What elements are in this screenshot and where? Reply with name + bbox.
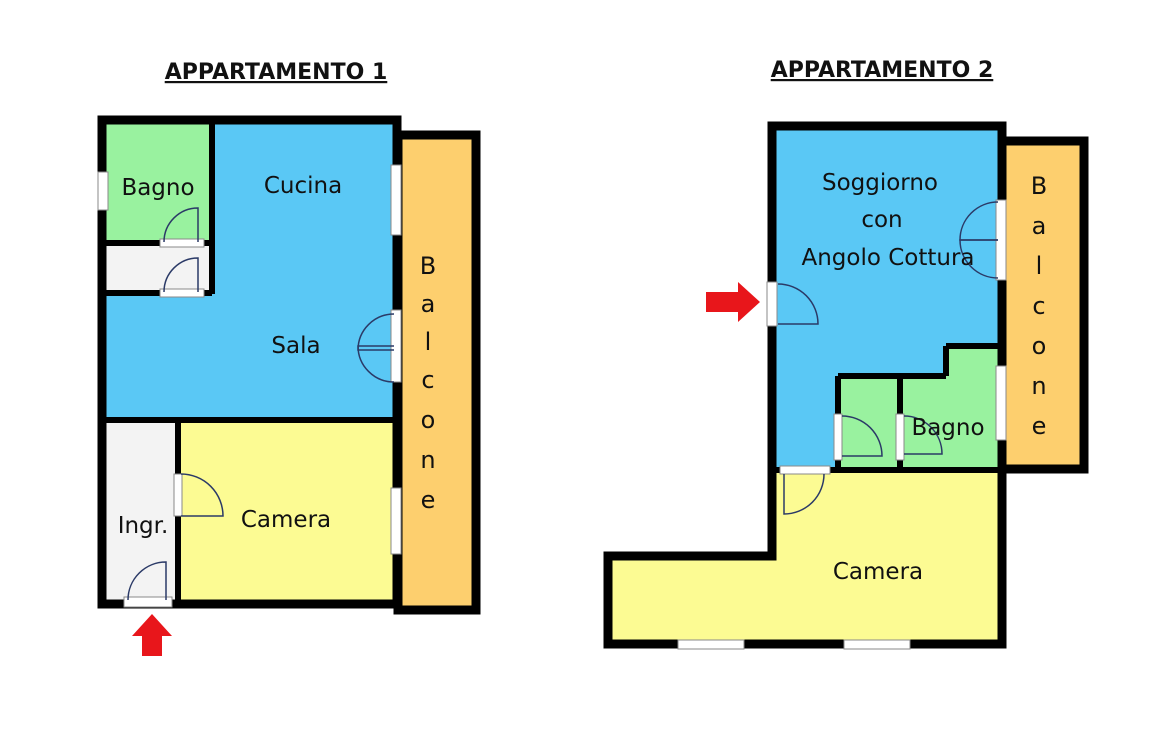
balcone-1-letter: o <box>421 406 436 434</box>
door-opening <box>159 288 205 298</box>
balcone-1-label: B a l c o n e <box>420 252 436 514</box>
living-2-room <box>774 128 1000 468</box>
door-swing <box>783 473 825 515</box>
cucina-1-label: Cucina <box>264 173 342 199</box>
door-swing <box>841 415 883 457</box>
balcone-2-letter: a <box>1032 212 1047 240</box>
door-opening <box>779 465 831 475</box>
window <box>390 487 402 555</box>
bagno-2-label: Bagno <box>911 415 984 441</box>
window <box>995 365 1007 441</box>
soggiorno-2-label: Angolo Cottura <box>801 245 974 271</box>
apartment-2-outer-wall <box>603 121 1007 649</box>
entrance-door-2 <box>766 281 778 327</box>
balcone-2-letter: c <box>1032 292 1045 320</box>
balcone-2-letter: n <box>1031 372 1046 400</box>
door-opening <box>895 413 905 461</box>
balcone-2-label: B a l c o n e <box>1031 172 1047 440</box>
camera-2-label: Camera <box>833 559 923 585</box>
balcone-1-letter: l <box>425 328 432 356</box>
balcone-1-letter: B <box>420 252 436 280</box>
apartment-2: APPARTAMENTO 2 Soggiorno co <box>603 58 1089 650</box>
red-arrow-up-icon <box>132 614 172 656</box>
balcone-2-letter: o <box>1032 332 1047 360</box>
window <box>677 639 745 650</box>
window <box>390 164 402 236</box>
disimpegno-2-room <box>838 376 900 468</box>
window <box>843 639 911 650</box>
door-swing <box>959 201 999 241</box>
door-swing <box>180 473 224 517</box>
camera-1-label: Camera <box>241 507 331 533</box>
sala-1-label: Sala <box>271 333 320 359</box>
door-swing <box>127 561 167 601</box>
entrance-door-1 <box>123 596 173 608</box>
door-swing <box>903 415 943 455</box>
bagno-1-label: Bagno <box>121 175 194 201</box>
door-swing <box>357 345 395 383</box>
door-swing <box>777 283 819 325</box>
apartment-1: APPARTAMENTO 1 Bagno Cucina <box>97 60 481 656</box>
soggiorno-2-label: Soggiorno <box>822 170 938 196</box>
door-swing <box>959 239 999 279</box>
red-arrow-right-icon <box>706 282 760 322</box>
balcone-1-letter: c <box>421 366 434 394</box>
apartment-2-title: APPARTAMENTO 2 <box>771 58 994 83</box>
door-opening <box>159 238 205 248</box>
balcone-2-outline <box>997 136 1089 474</box>
camera-1-room <box>178 420 394 602</box>
balcone-2-letter: B <box>1031 172 1047 200</box>
ingresso-1-room <box>104 420 178 602</box>
camera-2-room <box>610 470 1000 642</box>
balcone-1-room <box>398 135 476 610</box>
balcone-2-room <box>1002 141 1084 469</box>
disimpegno-1-room <box>104 244 212 292</box>
living-1-room <box>104 122 394 420</box>
window <box>97 171 109 211</box>
balcone-2-letter: e <box>1032 412 1047 440</box>
ingresso-1-label: Ingr. <box>118 513 169 539</box>
door-opening <box>833 413 843 461</box>
door-swing <box>163 207 199 243</box>
balcone-2-letter: l <box>1036 252 1043 280</box>
balcone-1-letter: n <box>420 446 435 474</box>
door-opening <box>173 473 183 517</box>
balcone-1-letter: a <box>421 290 436 318</box>
apartment-1-title: APPARTAMENTO 1 <box>165 60 388 85</box>
door-swing <box>163 257 199 293</box>
soggiorno-2-label: con <box>861 207 902 233</box>
balcone-1-letter: e <box>421 486 436 514</box>
bagno-1-room <box>104 122 212 242</box>
